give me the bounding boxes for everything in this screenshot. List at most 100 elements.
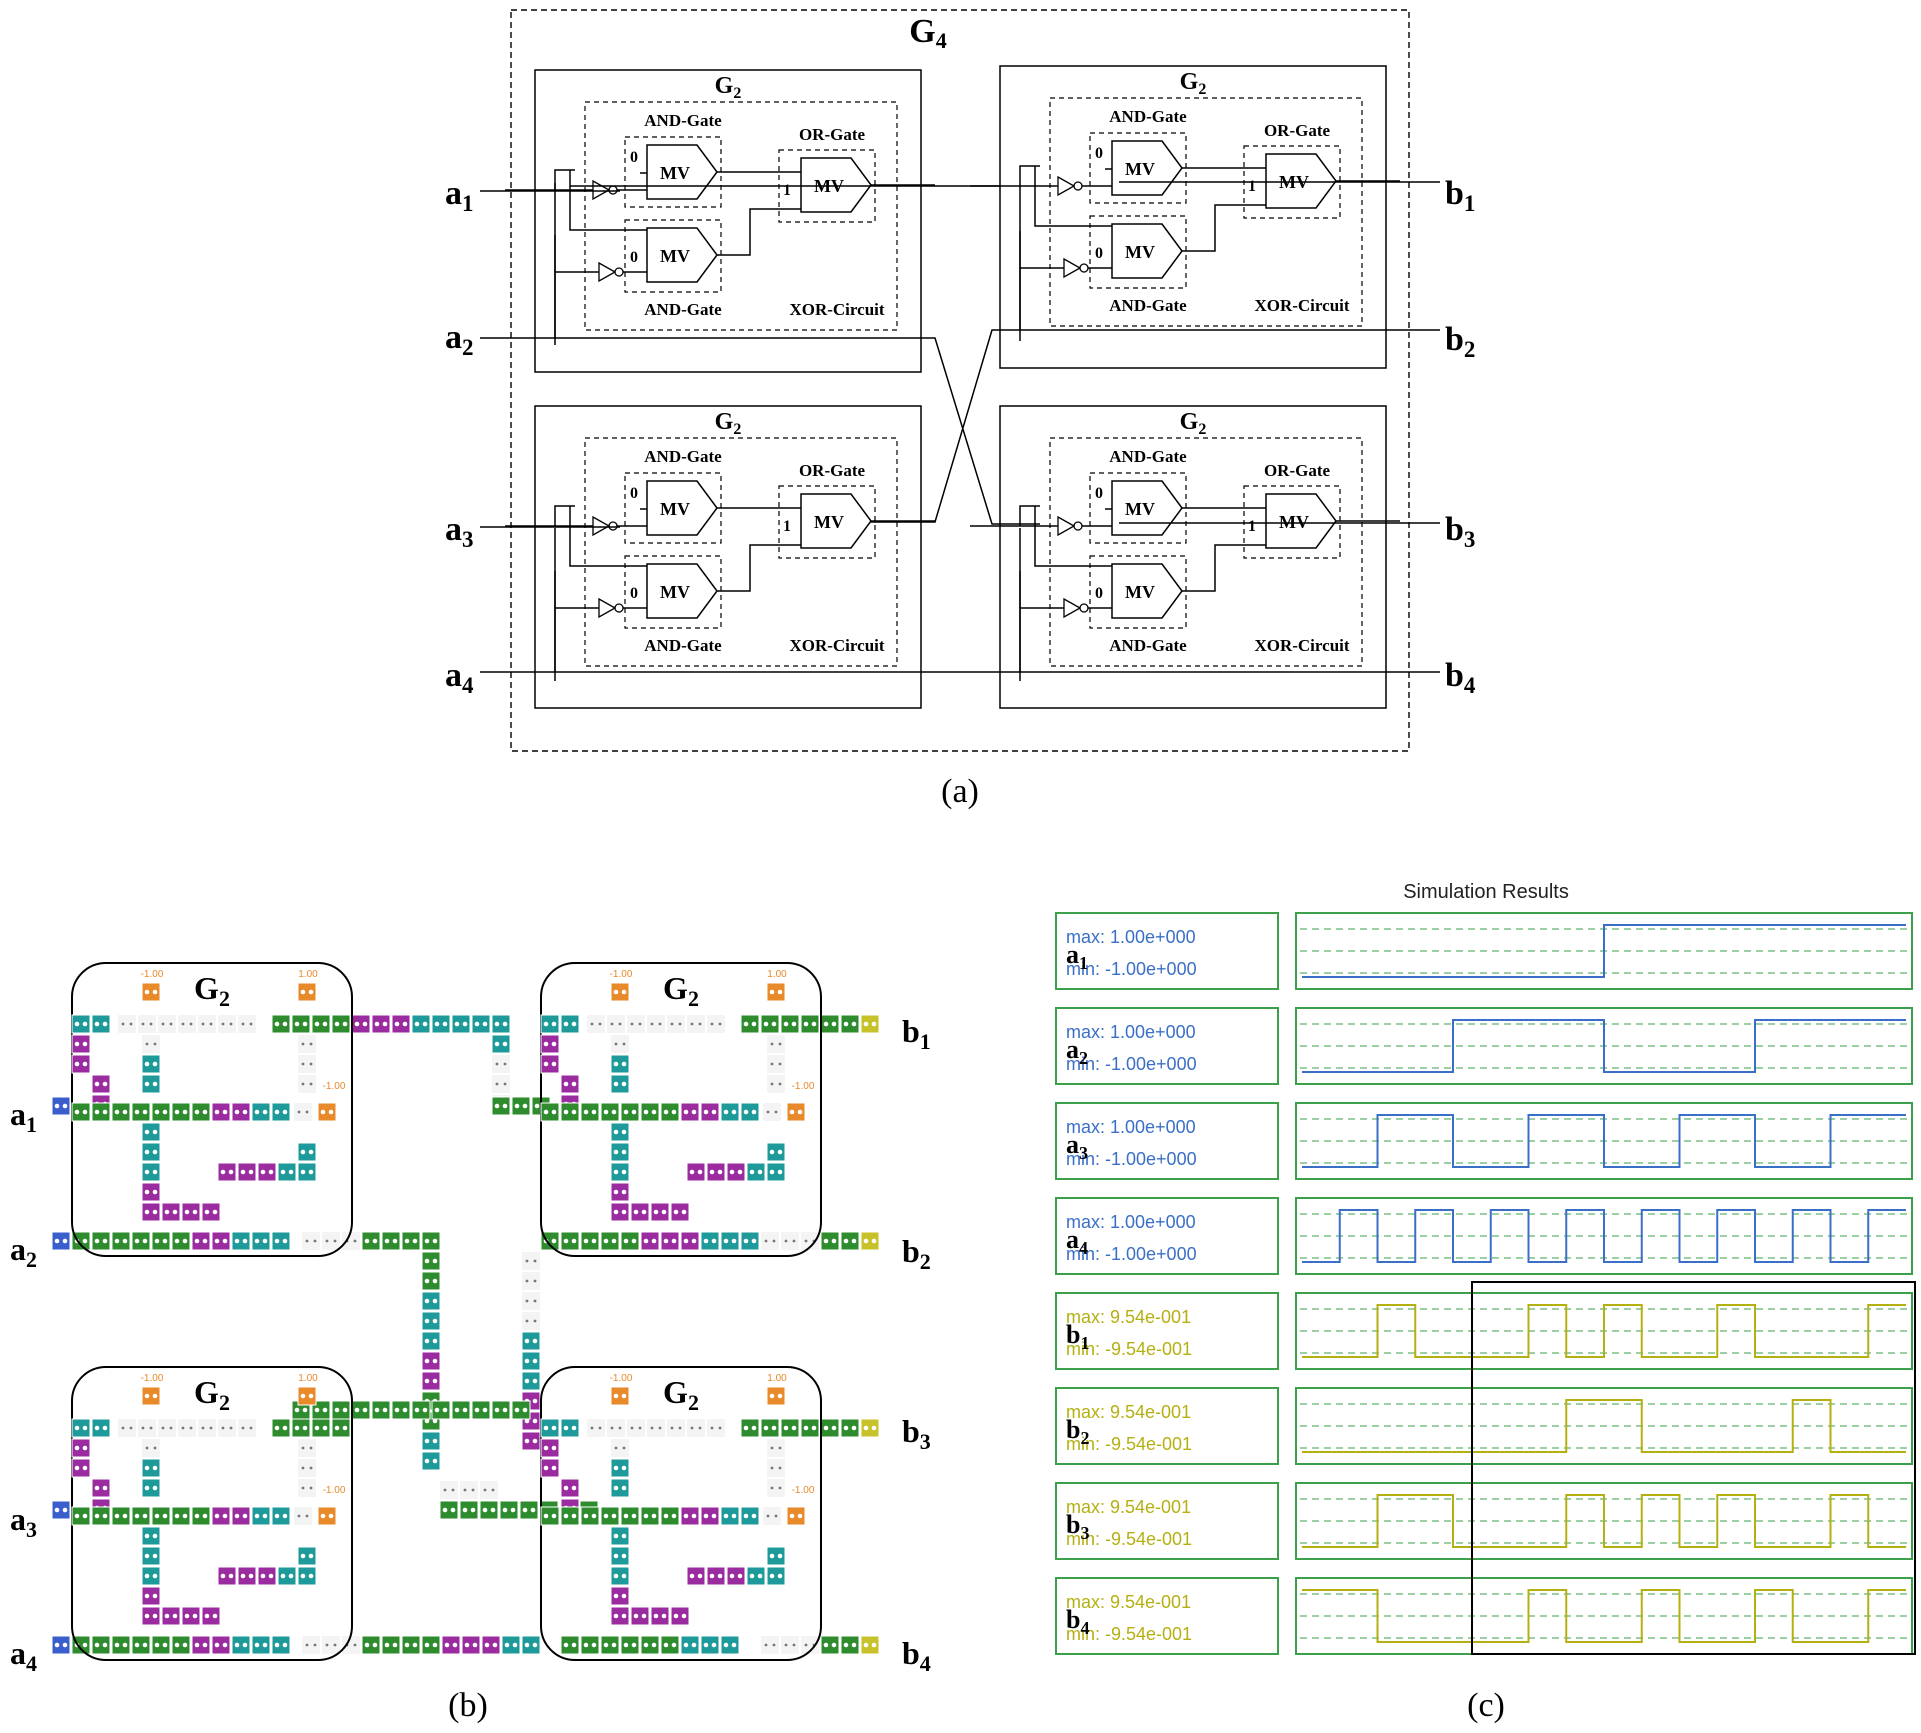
empty-cell [627,1419,645,1437]
fixed-polarization-cell [786,1102,806,1122]
qca-cell [271,1014,291,1034]
inverter-icon [598,262,624,282]
qca-cell [431,1400,451,1420]
wire [554,607,599,681]
empty-cell [522,1272,540,1290]
inverter-icon [598,598,624,618]
qca-cell [151,1506,171,1526]
empty-cell [440,1481,458,1499]
qca-cell [610,1182,630,1202]
signal-name: a1 [1066,940,1088,973]
fixed-polarization-cell [297,1386,317,1406]
fixed-zero: 0 [630,485,638,502]
qca-cell [521,1431,541,1451]
wire [1034,166,1112,227]
qca-cell [271,1635,291,1655]
qca-cell [610,1526,630,1546]
signal-name: b1 [1066,1320,1089,1353]
qca-cell [91,1418,111,1438]
empty-cell [767,1035,785,1053]
qca-cell [670,1606,690,1626]
waveform-trace [1302,1019,1906,1073]
qca-cell [381,1231,401,1251]
empty-cell [611,1439,629,1457]
output-cell [860,1014,880,1034]
signal-wire [871,329,1440,523]
qca-cell [840,1635,860,1655]
qca-cell [421,1331,441,1351]
qca-cell [706,1566,726,1586]
qca-cell [670,1202,690,1222]
empty-cell [118,1419,136,1437]
or-gate-box [1243,485,1341,559]
qca-cell [560,1478,580,1498]
qca-cell [740,1418,760,1438]
qca-cell [511,1096,531,1116]
qca-cell [401,1231,421,1251]
fixed-zero: 0 [1095,245,1103,262]
mv-label: MV [1125,242,1155,262]
qca-cell [231,1102,251,1122]
qca-cell [540,1102,560,1122]
panel-a-circuit-schematic: G4 G2AND-GateAND-GateOR-GateXOR-CircuitM… [445,9,1476,810]
qca-cell [231,1635,251,1655]
inverter-icon [1057,176,1083,196]
empty-cell [142,1439,160,1457]
qca-cell [700,1231,720,1251]
qca-cell [740,1014,760,1034]
qca-cell [680,1231,700,1251]
qca-cell [840,1231,860,1251]
fixed-zero: 0 [630,149,638,166]
input-label-a3: a3 [445,511,474,552]
wire [554,169,575,190]
qca-cell [91,1074,111,1094]
empty-cell [687,1419,705,1437]
fixed-cell-value: 1.00 [298,1373,318,1384]
wire [1019,607,1064,681]
empty-cell [707,1419,725,1437]
fixed-zero: 0 [630,585,638,602]
qca-cell [111,1231,131,1251]
qca-cell [291,1418,311,1438]
empty-cell [767,1075,785,1093]
output-label-b4: b4 [1445,657,1476,698]
signal-min: min: -9.54e-001 [1066,1529,1192,1549]
fixed-zero: 0 [1095,145,1103,162]
qca-cell [331,1014,351,1034]
fixed-zero: 0 [1095,585,1103,602]
fixed-cell-value: -1.00 [141,969,164,980]
xor-circuit-label: XOR-Circuit [1254,296,1349,315]
qca-cell [481,1635,501,1655]
qca-cell [257,1566,277,1586]
qca-cell [610,1202,630,1222]
or-gate-label: OR-Gate [799,461,866,480]
signal-max: max: 9.54e-001 [1066,1592,1191,1612]
qca-cell [237,1566,257,1586]
caption-b: (b) [448,1687,488,1724]
qca-cell [421,1635,441,1655]
qca-cell [600,1231,620,1251]
fixed-zero: 0 [1095,485,1103,502]
empty-cell [647,1015,665,1033]
signal-label-box [1055,1292,1279,1370]
and-gate-box-bottom [624,555,722,629]
layout-output-b4: b4 [902,1635,931,1676]
qca-cell [840,1418,860,1438]
qca-cell [297,1546,317,1566]
qca-cell [411,1014,431,1034]
qca-cell [91,1102,111,1122]
fixed-polarization-cell [317,1506,337,1526]
layout-output-b3: b3 [902,1413,931,1454]
empty-cell [298,1459,316,1477]
qca-cell [331,1418,351,1438]
highlight-window [1471,1281,1916,1655]
qca-cell [141,1546,161,1566]
wire [1019,505,1040,526]
empty-cell [118,1015,136,1033]
qca-cell [540,1418,560,1438]
qca-cell [740,1506,760,1526]
